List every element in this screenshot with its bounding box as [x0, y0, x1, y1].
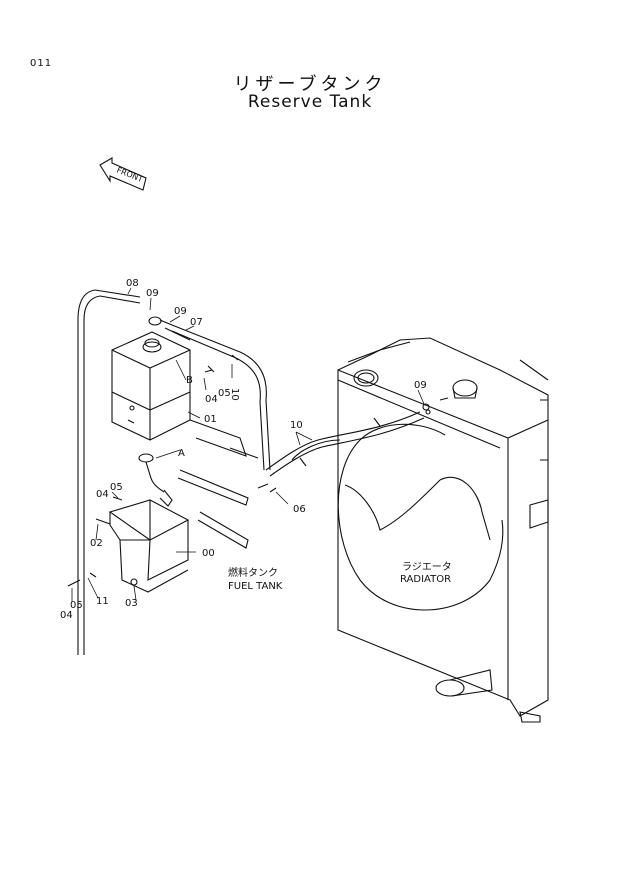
overflow-pipe: [77, 289, 141, 655]
part-number-10: 10: [229, 388, 240, 401]
part-number-04: 04: [96, 489, 109, 500]
part-number-09: 09: [174, 306, 187, 317]
tank-outlet: [138, 453, 173, 507]
label-a: A: [178, 448, 185, 459]
part-number-02: 02: [90, 538, 103, 549]
fuel-tank-label-jp: 燃料タンク: [228, 566, 278, 579]
part-number-06: 06: [293, 504, 306, 515]
reserve-tank: [111, 331, 191, 441]
tank-cap: [148, 316, 271, 471]
part-number-11: 11: [96, 596, 109, 607]
radiator-hoses: [265, 403, 431, 477]
front-label: FRONT: [115, 165, 144, 184]
fasteners: [67, 354, 277, 587]
fuel-tank-bracket: [108, 499, 190, 593]
part-number-07: 07: [190, 317, 203, 328]
part-number-08: 08: [126, 278, 139, 289]
part-number-09: 09: [146, 288, 159, 299]
part-number-09: 09: [414, 380, 427, 391]
part-number-00: 00: [202, 548, 215, 559]
part-number-03: 03: [125, 598, 138, 609]
page-code: 011: [30, 58, 53, 69]
fuel-tank-label-en: FUEL TANK: [228, 581, 283, 592]
part-number-04: 04: [60, 610, 73, 621]
part-number-04: 04: [205, 394, 218, 405]
part-number-01: 01: [204, 414, 217, 425]
fan-shroud: [337, 423, 504, 611]
title-english: Reserve Tank: [247, 92, 373, 112]
front-arrow-icon: [99, 157, 147, 191]
leader-lines: [71, 287, 425, 602]
label-b: B: [186, 375, 193, 386]
mounting-bracket: [177, 419, 259, 549]
radiator-label-jp: ラジエータ: [402, 561, 452, 573]
radiator: [337, 337, 549, 723]
part-number-05: 05: [70, 600, 83, 611]
title-japanese: リザーブタンク: [233, 74, 387, 95]
radiator-label-en: RADIATOR: [400, 574, 451, 585]
part-number-10: 10: [290, 420, 303, 431]
part-number-05: 05: [110, 482, 123, 493]
part-number-05: 05: [218, 388, 231, 399]
